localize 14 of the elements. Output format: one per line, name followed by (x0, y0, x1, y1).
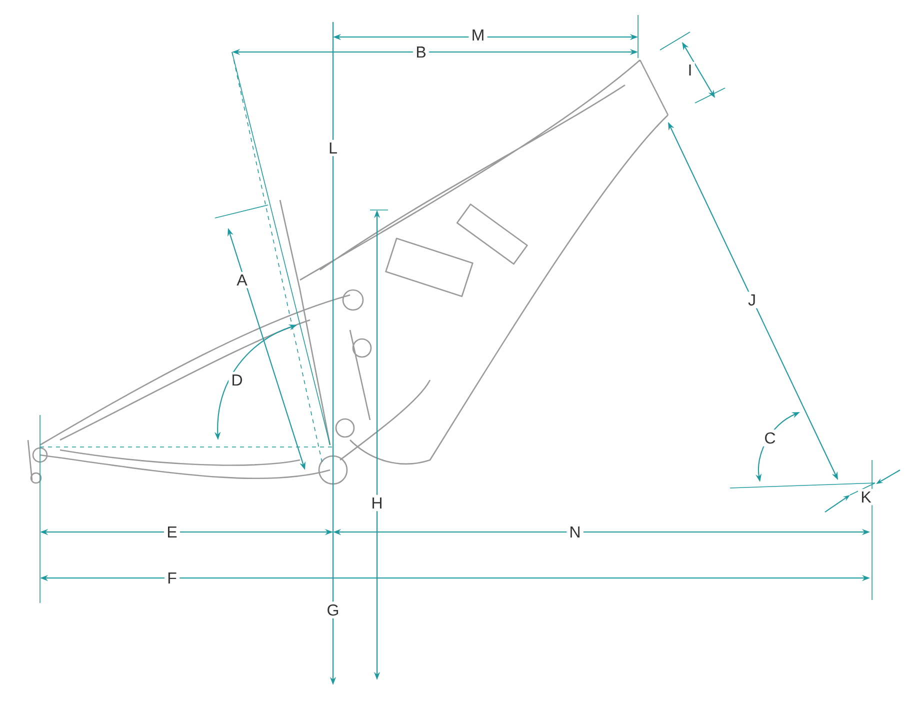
dimension-letter: C (762, 430, 778, 446)
dimension-letter: J (745, 292, 759, 308)
dimension-letter: D (228, 372, 246, 388)
dimension-letter: N (566, 524, 584, 540)
dimension-letter: B (413, 44, 429, 60)
dimension-letter: K (858, 488, 874, 506)
dimension-letter: G (324, 602, 342, 618)
dimension-letter: F (164, 570, 180, 586)
dimension-letter: E (164, 524, 180, 540)
dimension-letter: I (685, 62, 695, 78)
dimension-letter: L (326, 140, 340, 156)
dimension-letter: H (368, 494, 386, 512)
dimension-letter: M (468, 26, 488, 44)
dimension-letter: A (234, 272, 250, 288)
